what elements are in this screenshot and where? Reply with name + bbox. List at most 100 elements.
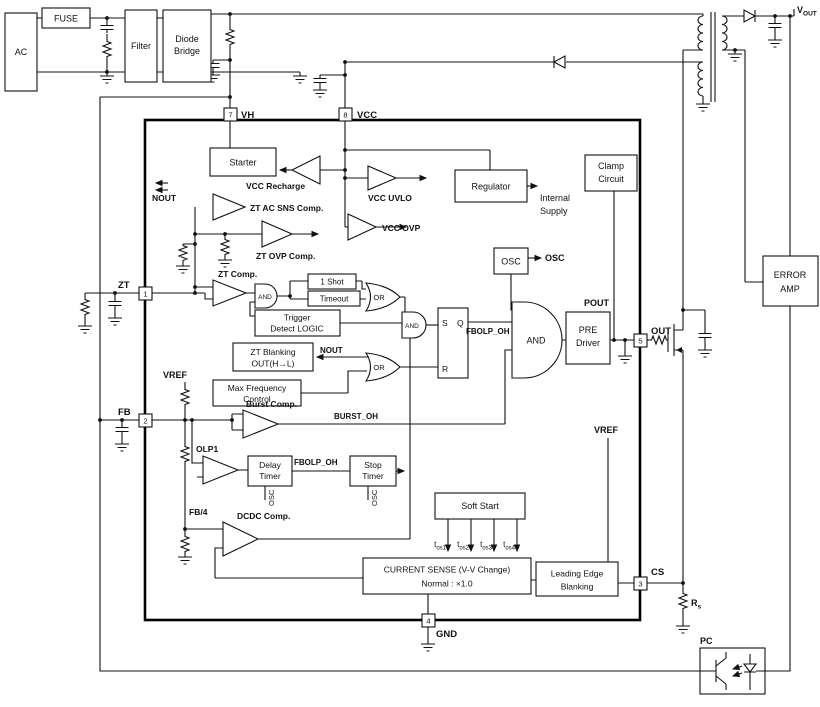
rs-label: Rs xyxy=(691,598,702,611)
pin-4-gnd xyxy=(421,613,436,628)
ground-symbol xyxy=(175,261,191,274)
and-zt-label: AND xyxy=(258,294,272,301)
starter-block xyxy=(209,147,277,177)
ground-symbol xyxy=(697,345,713,358)
bleed-resistor xyxy=(102,39,112,59)
vout-label: VOUT xyxy=(797,5,817,18)
osc-clk-delay-label: OSC xyxy=(267,489,276,506)
dcdc-comparator xyxy=(222,521,260,557)
photocoupler-internals xyxy=(700,652,765,690)
ic-outline xyxy=(143,118,642,622)
ground-symbol xyxy=(675,621,691,634)
tos2-sub: os2 xyxy=(459,546,469,552)
ground-symbol xyxy=(312,85,328,98)
rs-base: R xyxy=(691,598,698,608)
and-gate-zt xyxy=(254,283,278,309)
pin-3-cs xyxy=(633,576,648,591)
light-arrow xyxy=(731,663,743,671)
starter-label: Starter xyxy=(229,158,256,168)
olp1-comparator xyxy=(202,455,240,485)
pin-vcc-label: VCC xyxy=(357,110,377,121)
rs-sub: s xyxy=(698,604,702,611)
stop-timer-label-2: Timer xyxy=(362,471,384,481)
phototransistor xyxy=(700,652,727,690)
sr-latch-block xyxy=(437,307,469,379)
pin-vh-label: VH xyxy=(241,110,254,121)
vcc-ovp-comparator xyxy=(347,213,378,241)
fb-divider-resistor xyxy=(180,534,190,554)
delay-timer-label-2: Timer xyxy=(259,471,281,481)
nout-top-label: NOUT xyxy=(152,193,177,203)
wire-cs-chain xyxy=(531,579,634,584)
vref-left-label: VREF xyxy=(163,370,188,380)
fuse-label: FUSE xyxy=(54,14,78,24)
ground-symbol xyxy=(177,552,193,565)
vcc-ovp-label: VCC OVP xyxy=(382,223,421,233)
leading-edge-blanking-block xyxy=(535,561,619,597)
wire-pc-feedback-loop xyxy=(99,97,700,672)
vout-base: V xyxy=(797,5,803,15)
wire-maxfreq xyxy=(301,370,367,394)
zt-comp-label: ZT Comp. xyxy=(218,269,257,279)
wire-fb-external xyxy=(100,419,139,440)
internal-supply-label-2: Supply xyxy=(540,206,568,216)
vcc-uvlo-comparator xyxy=(367,165,398,191)
zt-internal-resistor xyxy=(220,237,230,257)
vcc-recharge-label: VCC Recharge xyxy=(246,181,305,191)
ac-source-box xyxy=(4,12,38,92)
diode-bridge-label: Diode xyxy=(175,34,199,44)
ground-symbol xyxy=(695,99,711,112)
zt-internal-resistor xyxy=(178,243,188,263)
wire-olp-branch xyxy=(191,420,203,478)
pin-1-zt xyxy=(138,286,153,301)
and-gate-set xyxy=(401,311,427,339)
pin-zt-label: ZT xyxy=(118,280,130,291)
pin-2-number: 2 xyxy=(143,417,147,426)
wire-burst-inputs xyxy=(231,413,243,431)
fb-divider-resistor xyxy=(180,444,190,464)
ground-symbol xyxy=(767,35,783,48)
pre-driver-label-2: Driver xyxy=(576,338,600,348)
current-sense-block xyxy=(362,557,532,595)
tos1-label: tos1 xyxy=(434,540,447,552)
or-gate-reset xyxy=(364,352,401,382)
and-gate-output xyxy=(511,301,563,379)
wire-dcdc-comp xyxy=(185,338,411,579)
olp1-label: OLP1 xyxy=(196,444,218,454)
pin-1-number: 1 xyxy=(143,290,147,299)
stop-timer-label: Stop xyxy=(364,460,382,470)
regulator-block xyxy=(454,169,528,203)
fbolp-oh-timer-label: FBOLP_OH xyxy=(294,458,338,467)
soft-start-block xyxy=(434,492,526,520)
filter-box xyxy=(124,9,158,83)
pin-4-number: 4 xyxy=(426,617,430,626)
ground-symbol xyxy=(107,313,123,326)
dcdc-comp-label: DCDC Comp. xyxy=(237,511,290,521)
wire-error-amp xyxy=(744,16,791,672)
vcc-rectifier-diode xyxy=(552,55,566,69)
or-gate-set xyxy=(364,282,401,312)
zt-blanking-block xyxy=(232,342,314,372)
current-sense-resistor xyxy=(678,591,688,611)
ic-pins xyxy=(138,107,648,628)
pin-gnd-label: GND xyxy=(436,629,457,640)
or-set-label: OR xyxy=(373,293,385,302)
zt-ovp-comparator xyxy=(261,220,294,248)
pc-label: PC xyxy=(700,636,713,646)
wire-zt-and xyxy=(246,280,308,317)
tos2-base: t xyxy=(457,540,460,549)
delay-timer-label: Delay xyxy=(259,460,281,470)
output-rectifier-diode xyxy=(743,9,757,23)
pin-5-out xyxy=(633,333,648,348)
tos3-sub: os3 xyxy=(482,546,492,552)
or-reset-label: OR xyxy=(373,363,385,372)
trigger-label-2: Detect LOGIC xyxy=(270,324,323,334)
zt-ovp-label: ZT OVP Comp. xyxy=(256,251,315,261)
osc-out-label: OSC xyxy=(545,253,565,263)
pin-cs-label: CS xyxy=(651,567,664,578)
light-arrow xyxy=(731,670,743,678)
error-amp-box xyxy=(762,255,819,307)
osc-clk-stop-label: OSC xyxy=(370,489,379,506)
vref-right-label: VREF xyxy=(594,425,619,435)
